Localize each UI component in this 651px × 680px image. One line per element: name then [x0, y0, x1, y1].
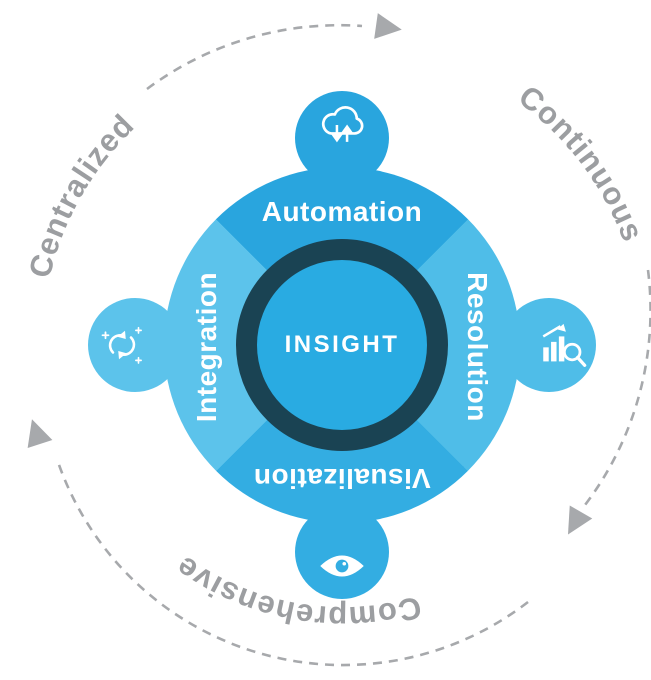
arrowhead-right [568, 505, 593, 535]
eye-icon [320, 555, 364, 577]
dashed-arc-top [146, 23, 363, 91]
arrowhead-left [27, 419, 53, 449]
sync-arrows-icon [101, 326, 142, 364]
dashed-arc-right [583, 269, 651, 506]
quadrant-label-integration: Integration [191, 271, 222, 423]
quadrant-label-visualization: Visualization [253, 463, 431, 494]
outer-label-continuous: Continuous [512, 79, 651, 247]
quadrant-label-resolution: Resolution [462, 272, 493, 422]
cloud-sync-icon [321, 106, 364, 143]
chart-magnifier-icon [542, 323, 587, 367]
quadrant-label-automation: Automation [261, 196, 423, 227]
arrowhead-top [374, 13, 402, 39]
center-hub-label: INSIGHT [284, 331, 400, 358]
center-hub: INSIGHT [236, 239, 448, 451]
outer-label-centralized: Centralized [22, 107, 141, 281]
dashed-arc-bottom-left [56, 461, 529, 667]
